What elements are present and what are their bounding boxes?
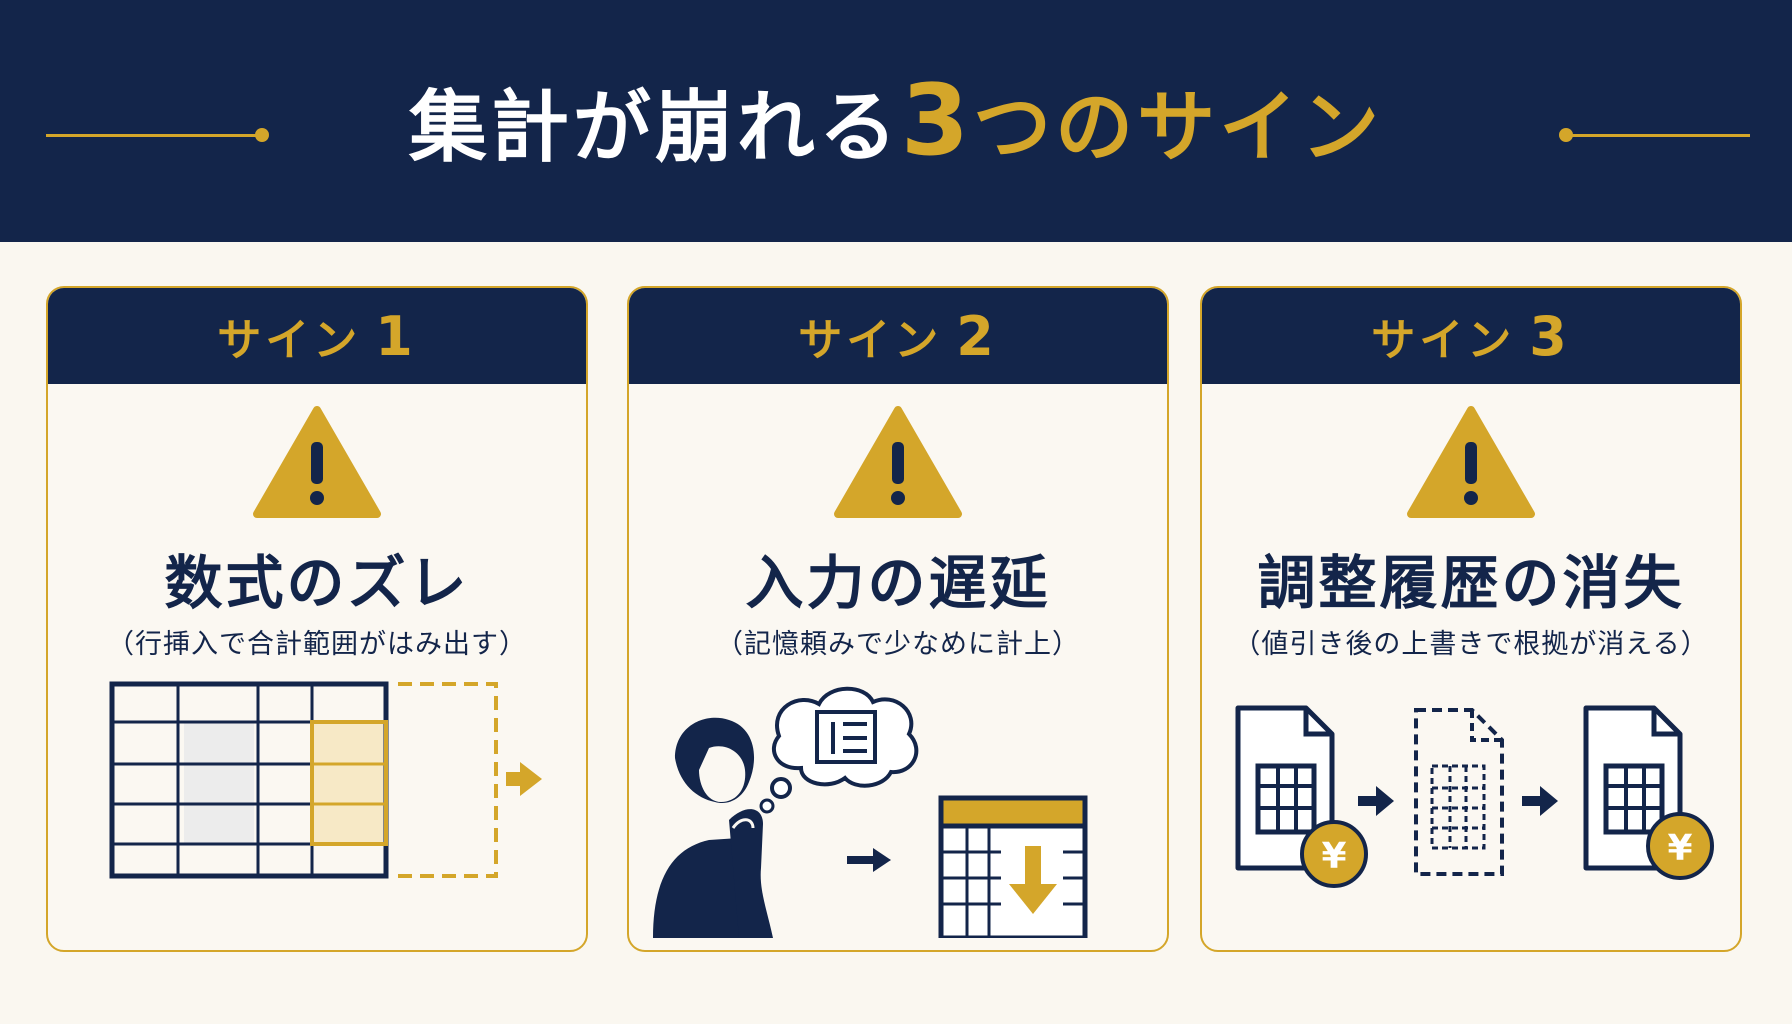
sign-subtitle: （記憶頼みで少なめに計上）	[716, 629, 1080, 660]
left-decor-line	[46, 134, 262, 137]
spreadsheet-overflow-illustration	[109, 681, 542, 879]
sign-number: 2	[956, 304, 998, 368]
sign-label: サイン	[217, 315, 362, 366]
sign-number: 1	[375, 304, 417, 368]
sign-card-header: サイン 2	[629, 288, 1167, 384]
sign-card-2: サイン 2 入力の遅延 （記憶頼みで少なめに計上）	[627, 286, 1169, 952]
svg-text:¥: ¥	[1321, 836, 1346, 877]
thinking-person-icon	[653, 717, 773, 938]
sign-label: サイン	[1371, 315, 1516, 366]
history-loss-illustration: ¥ ¥	[1235, 705, 1714, 888]
spreadsheet-down-icon	[938, 795, 1088, 938]
delayed-input-illustration	[653, 686, 1088, 938]
sign-title: 調整履歴の消失	[1257, 549, 1685, 617]
header-banner: 集計が崩れる 3 つのサイン	[0, 0, 1792, 242]
title-part-number: 3	[900, 64, 974, 178]
sign-card-header: サイン 3	[1202, 288, 1740, 384]
sign-card-1: サイン 1 数式のズレ （行挿入で合計範囲がはみ出す）	[46, 286, 588, 952]
right-decor-line	[1568, 134, 1750, 137]
sign-number: 3	[1529, 304, 1571, 368]
thought-bubble-icon	[759, 686, 919, 814]
title-part-main: 集計が崩れる	[408, 83, 901, 173]
sign-title: 数式のズレ	[164, 549, 470, 617]
warning-triangle-icon	[253, 406, 381, 518]
right-decor-dot	[1559, 128, 1573, 142]
sign-card-3: サイン 3 調整履歴の消失 （値引き後の上書きで根拠が消える） ¥	[1200, 286, 1742, 952]
document-yen-icon: ¥	[1583, 705, 1714, 880]
sign-subtitle: （行挿入で合計範囲がはみ出す）	[107, 629, 527, 660]
left-decor-dot	[255, 128, 269, 142]
sign-title: 入力の遅延	[745, 549, 1051, 617]
svg-text:¥: ¥	[1667, 828, 1692, 869]
sign-label: サイン	[798, 315, 943, 366]
deleted-document-icon	[1414, 708, 1504, 876]
sign-subtitle: （値引き後の上書きで根拠が消える）	[1233, 629, 1709, 660]
title-part-suffix: つのサイン	[973, 83, 1384, 173]
document-yen-icon: ¥	[1235, 705, 1368, 888]
warning-triangle-icon	[1407, 406, 1535, 518]
page-title: 集計が崩れる 3 つのサイン	[0, 0, 1792, 242]
sign-card-header: サイン 1	[48, 288, 586, 384]
warning-triangle-icon	[834, 406, 962, 518]
